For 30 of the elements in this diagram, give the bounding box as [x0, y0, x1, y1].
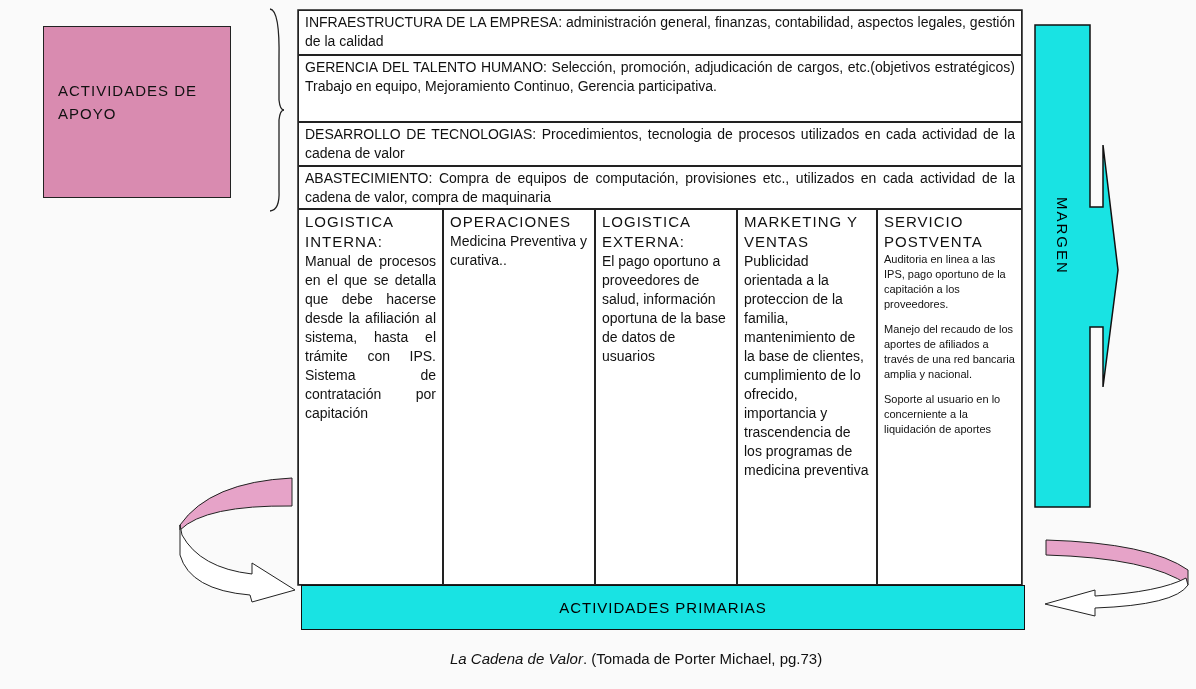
- table-row: [298, 55, 1022, 122]
- table-column: [737, 209, 877, 585]
- column-text: El pago oportuno a proveedores de salud, información oportuna de la base de datos de usuarios: [602, 252, 727, 366]
- support-activities-box: [43, 26, 231, 198]
- table-column: [298, 209, 443, 585]
- table-row: [298, 10, 1022, 55]
- row-text: GERENCIA DEL TALENTO HUMANO: Selección, promoción, adjudicación de cargos, etc.(objetivos estratégicos) Trabajo en equipo, Mejoramiento Continuo, Gerencia participativa.: [305, 58, 1015, 96]
- primary-activities-bar: [301, 585, 1025, 630]
- row-text: DESARROLLO DE TECNOLOGIAS: Procedimientos, tecnologia de procesos utilizados en cada actividad de la cadena de valor: [305, 125, 1015, 163]
- box-label: ACTIVIDADES DE APOYO: [58, 81, 199, 124]
- table-column: [443, 209, 595, 585]
- table-row: [298, 122, 1022, 166]
- column-text: Publicidad orientada a la proteccion de la familia, mantenimiento de la base de clientes, cumplimiento de lo ofrecido, importancia y trascendencia de los programas de medicina preventiva: [744, 252, 870, 480]
- column-text: Soporte al usuario en lo concerniente a la liquidación de aportes: [884, 392, 1002, 437]
- column-heading: MARKETING Y VENTAS: [744, 212, 859, 252]
- caption: La Cadena de Valor. (Tomada de Porter Michael, pg.73): [450, 650, 823, 667]
- column-heading: LOGISTICA EXTERNA:: [602, 212, 692, 252]
- column-heading: LOGISTICA INTERNA:: [305, 212, 395, 252]
- row-text: ABASTECIMIENTO: Compra de equipos de computación, provisiones etc., utilizados en cada actividad de la cadena de valor, compra de maquinaria: [305, 169, 1015, 207]
- bar-label: ACTIVIDADES PRIMARIAS: [559, 599, 767, 616]
- column-text: Manejo del recaudo de los aportes de afiliados a través de una red bancaria amplia y nacional.: [884, 322, 1015, 382]
- column-text: Manual de procesos en el que se detalla que debe hacerse desde la afiliación al sistema, hasta el trámite con IPS. Sistema de contratación por capitación: [305, 252, 436, 423]
- column-heading: SERVICIO POSTVENTA: [884, 212, 984, 252]
- table-column: [877, 209, 1022, 585]
- row-text: INFRAESTRUCTURA DE LA EMPRESA: administración general, finanzas, contabilidad, aspectos legales, gestión de la calidad: [305, 13, 1015, 51]
- margin-label: MARGEN: [1054, 197, 1071, 275]
- table-column: [595, 209, 737, 585]
- column-text: Auditoria en linea a las IPS, pago oportuno de la capitación a los proveedores.: [884, 252, 1007, 312]
- column-heading: OPERACIONES: [450, 212, 573, 232]
- column-text: Medicina Preventiva y curativa..: [450, 232, 588, 270]
